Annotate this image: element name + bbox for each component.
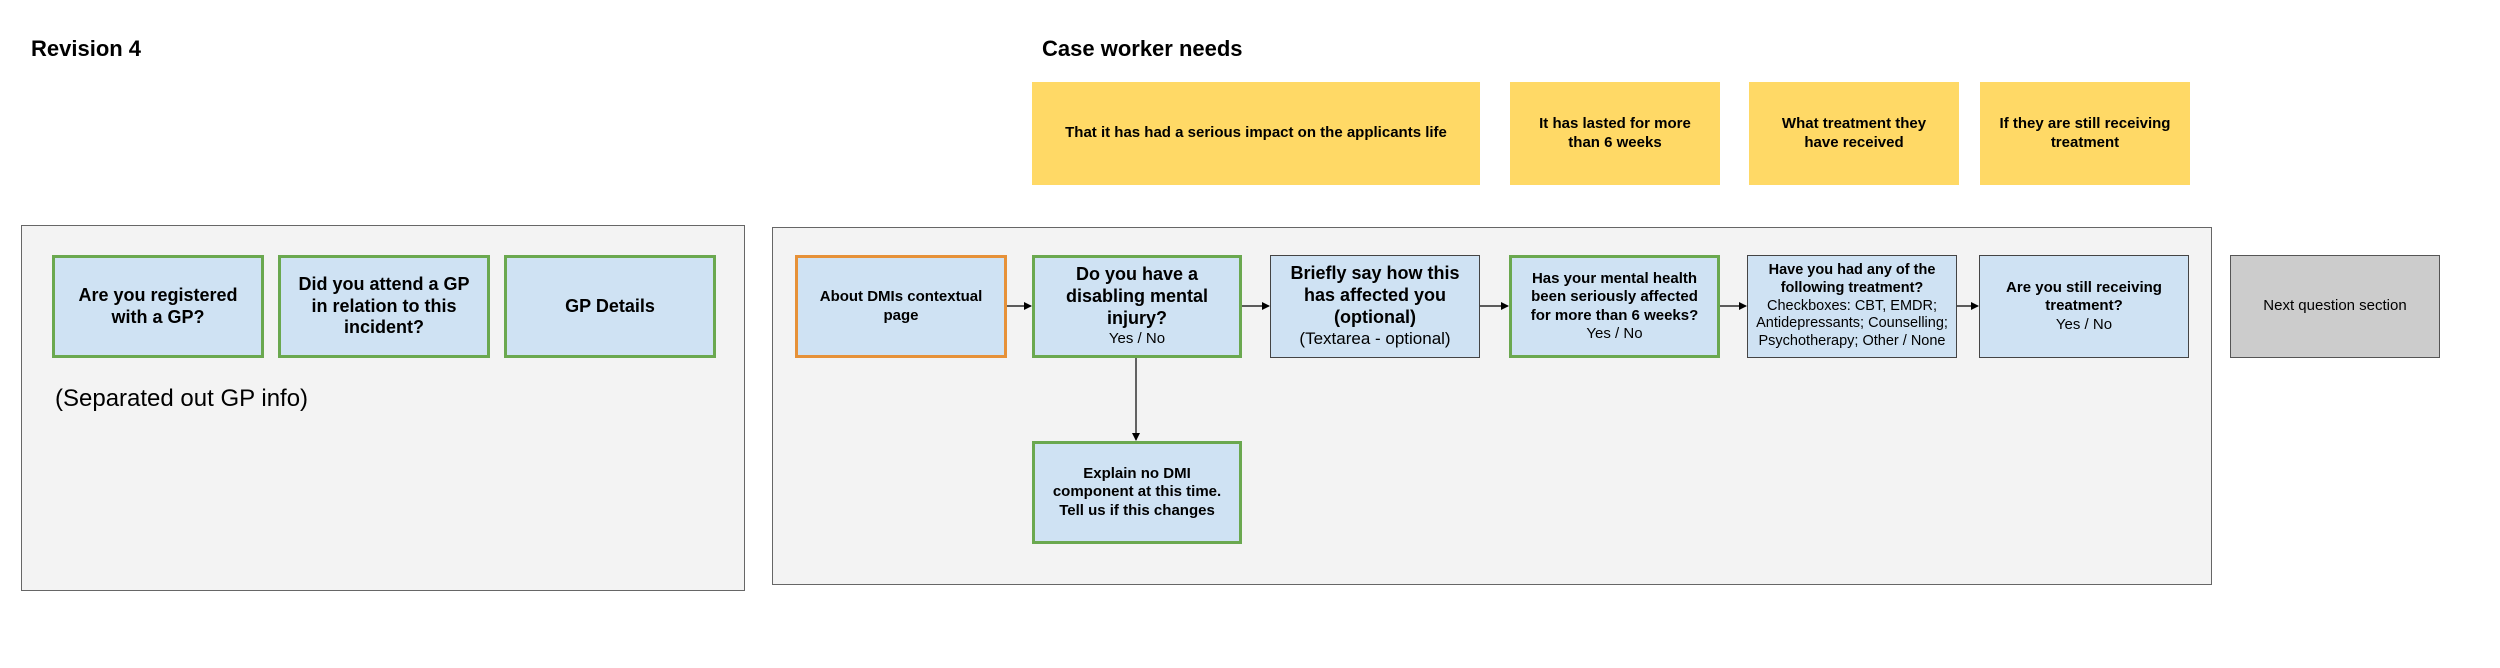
dmi-flow-container [772, 227, 2212, 585]
revision-heading: Revision 4 [31, 36, 142, 61]
lasted-six-weeks-card[interactable]: Has your mental health been seriously af… [1509, 255, 1720, 358]
gp-details-text: GP Details [565, 295, 655, 316]
briefly-affected-title: Briefly say how this has affected you (o… [1290, 263, 1460, 328]
briefly-affected-sub: (Textarea - optional) [1299, 329, 1451, 349]
gp-registered-text: Are you registered with a GP? [78, 284, 238, 327]
gp-attended-text: Did you attend a GP in relation to this … [298, 273, 470, 338]
disabling-injury-options: Yes / No [1108, 330, 1166, 348]
need-lasted-note: It has lasted for more than 6 weeks [1510, 82, 1720, 185]
disabling-injury-title: Do you have a disabling mental injury? [1065, 264, 1209, 329]
treatment-received-title: Have you had any of the following treatm… [1768, 262, 1936, 296]
lasted-six-weeks-options: Yes / No [1586, 324, 1643, 342]
next-question-section[interactable]: Next question section [2230, 255, 2440, 358]
case-worker-needs-heading: Case worker needs [1042, 36, 1243, 61]
need-lasted-text: It has lasted for more than 6 weeks [1539, 114, 1691, 151]
lasted-six-weeks-title: Has your mental health been seriously af… [1530, 269, 1699, 324]
about-dmis-text: About DMIs contextual page [819, 288, 983, 324]
still-receiving-title: Are you still receiving treatment? [2006, 279, 2162, 315]
about-dmis-card[interactable]: About DMIs contextual page [795, 255, 1007, 358]
explain-no-dmi-card[interactable]: Explain no DMI component at this time. T… [1032, 441, 1242, 544]
next-question-section-text: Next question section [2263, 297, 2407, 315]
need-still-receiving-text: If they are still receiving treatment [1999, 114, 2171, 151]
need-still-receiving-note: If they are still receiving treatment [1980, 82, 2190, 185]
gp-attended-card[interactable]: Did you attend a GP in relation to this … [278, 255, 490, 358]
need-serious-impact-text: That it has had a serious impact on the … [1065, 124, 1447, 142]
gp-registered-card[interactable]: Are you registered with a GP? [52, 255, 264, 358]
need-serious-impact-note: That it has had a serious impact on the … [1032, 82, 1480, 185]
need-treatment-received-text: What treatment they have received [1781, 114, 1927, 151]
disabling-injury-card[interactable]: Do you have a disabling mental injury? Y… [1032, 255, 1242, 358]
still-receiving-options: Yes / No [2055, 315, 2113, 333]
still-receiving-card[interactable]: Are you still receiving treatment? Yes /… [1979, 255, 2189, 358]
treatment-received-sub: Checkboxes: CBT, EMDR; Antidepressants; … [1756, 297, 1948, 350]
need-treatment-received-note: What treatment they have received [1749, 82, 1959, 185]
gp-details-card[interactable]: GP Details [504, 255, 716, 358]
gp-separated-note: (Separated out GP info) [55, 385, 309, 412]
treatment-received-card[interactable]: Have you had any of the following treatm… [1747, 255, 1957, 358]
explain-no-dmi-text: Explain no DMI component at this time. T… [1052, 465, 1222, 519]
briefly-affected-card[interactable]: Briefly say how this has affected you (o… [1270, 255, 1480, 358]
